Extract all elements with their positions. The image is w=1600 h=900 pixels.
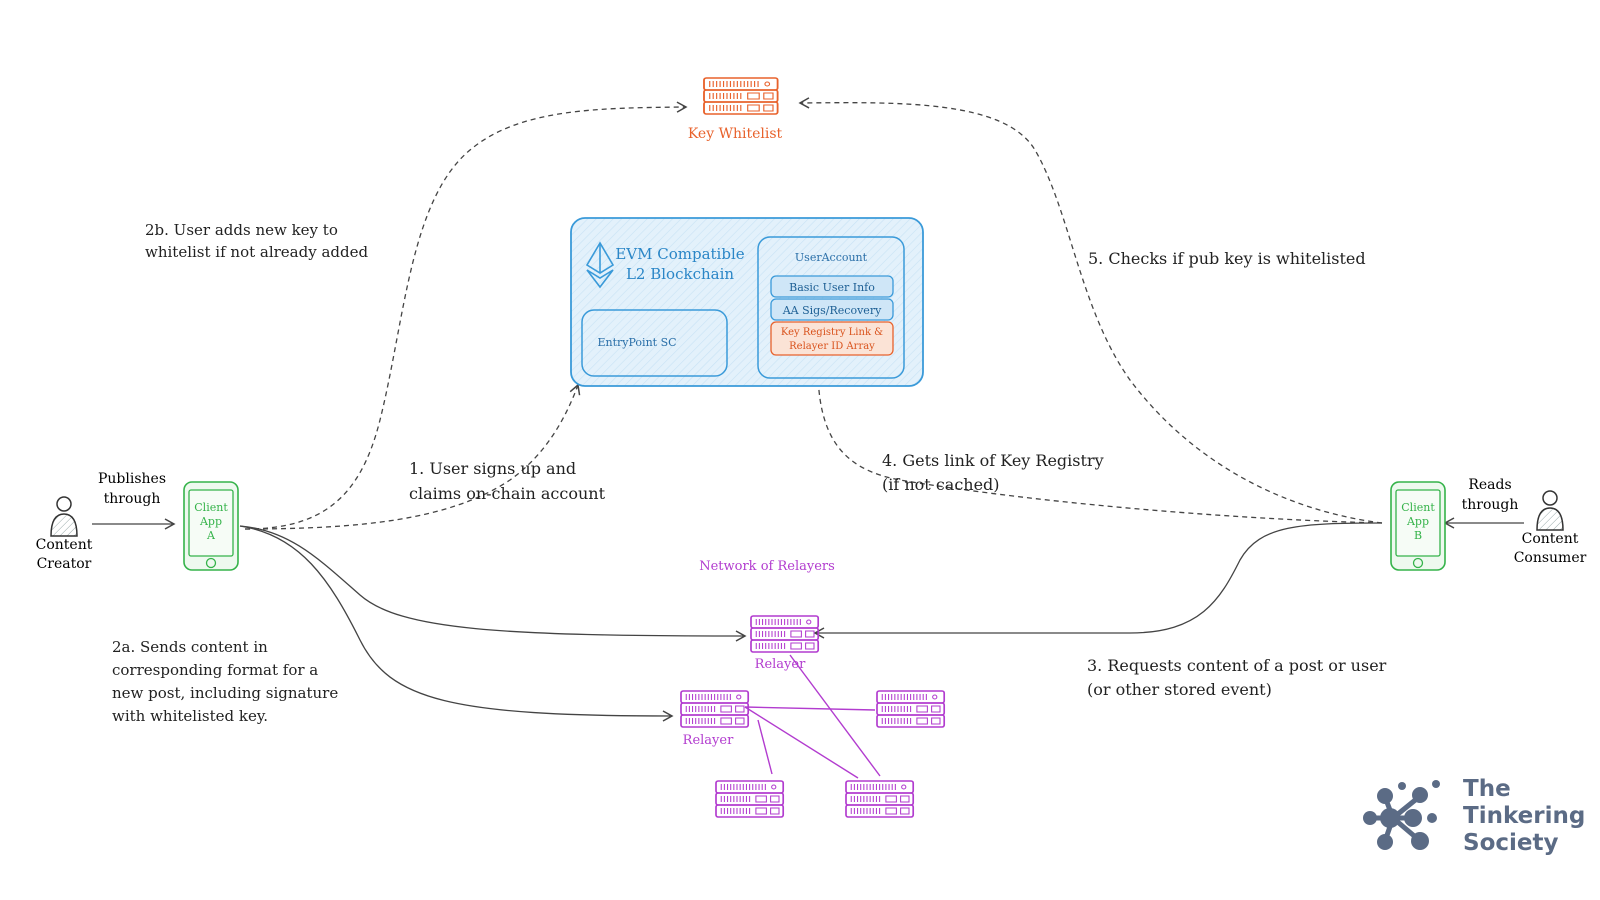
relayer-4 bbox=[715, 780, 785, 818]
step-2a-line-3: new post, including signature bbox=[112, 684, 338, 702]
field-key-registry-2: Relayer ID Array bbox=[789, 341, 875, 352]
client-app-a: Client App A bbox=[183, 481, 239, 571]
client-app-b: Client App B bbox=[1390, 481, 1446, 571]
network-label: Network of Relayers bbox=[699, 559, 835, 574]
creator-verb-1: Publishes bbox=[98, 471, 166, 487]
blockchain-title-1: EVM Compatible bbox=[615, 245, 744, 263]
arrow-2a-to-relayer-1 bbox=[239, 525, 747, 642]
useraccount-title: UserAccount bbox=[795, 251, 868, 264]
brand-line-2: Tinkering bbox=[1463, 803, 1585, 829]
relayer-3 bbox=[876, 690, 946, 728]
consumer-label-1: Content bbox=[1522, 531, 1579, 547]
step-1-line-2: claims on-chain account bbox=[409, 484, 606, 503]
entrypoint-box: EntryPoint SC bbox=[581, 309, 728, 377]
arrow-2b-to-whitelist bbox=[244, 101, 688, 530]
step-2a-line-1: 2a. Sends content in bbox=[112, 638, 268, 656]
key-whitelist: Key Whitelist bbox=[688, 77, 783, 142]
relayer-2-label: Relayer bbox=[683, 733, 734, 748]
field-basic-user-info: Basic User Info bbox=[789, 281, 875, 294]
step-1-line-1: 1. User signs up and bbox=[409, 459, 576, 478]
step-3-line-2: (or other stored event) bbox=[1087, 680, 1272, 699]
entrypoint-label: EntryPoint SC bbox=[597, 336, 676, 349]
app-a-line-2: App bbox=[199, 515, 222, 528]
arrow-2a-to-relayer-2 bbox=[239, 525, 674, 722]
field-aa-sigs-recovery: AA Sigs/Recovery bbox=[782, 304, 882, 317]
app-a-line-3: A bbox=[206, 529, 216, 542]
creator-label-1: Content bbox=[36, 537, 93, 553]
blockchain-box: EVM Compatible L2 Blockchain EntryPoint … bbox=[570, 217, 924, 387]
creator-label-2: Creator bbox=[37, 556, 92, 572]
connectors bbox=[92, 97, 1524, 722]
step-2b-line-2: whitelist if not already added bbox=[145, 243, 368, 261]
content-consumer: Content Consumer Reads through bbox=[1462, 477, 1587, 566]
brand-line-3: Society bbox=[1463, 830, 1558, 856]
molecule-logo-icon bbox=[1363, 780, 1440, 850]
server-icon bbox=[715, 780, 785, 818]
server-icon bbox=[750, 615, 820, 653]
server-icon bbox=[703, 77, 779, 115]
arrow-1-to-blockchain bbox=[244, 383, 581, 530]
step-2b-line-1: 2b. User adds new key to bbox=[145, 221, 338, 239]
app-b-line-1: Client bbox=[1401, 501, 1435, 514]
step-labels: 1. User signs up and claims on-chain acc… bbox=[112, 221, 1387, 725]
server-icon bbox=[876, 690, 946, 728]
relayer-network: Network of Relayers Relayer Relayer bbox=[680, 559, 946, 818]
creator-verb-2: through bbox=[104, 491, 161, 507]
server-icon bbox=[845, 780, 915, 818]
step-5: 5. Checks if pub key is whitelisted bbox=[1088, 249, 1366, 268]
step-4-line-1: 4. Gets link of Key Registry bbox=[882, 451, 1104, 470]
server-icon bbox=[680, 690, 750, 728]
content-creator: Content Creator Publishes through bbox=[36, 471, 166, 572]
step-4-line-2: (if not cached) bbox=[882, 475, 1000, 494]
key-whitelist-label: Key Whitelist bbox=[688, 126, 783, 142]
useraccount-box: UserAccount Basic User Info AA Sigs/Reco… bbox=[757, 236, 905, 379]
consumer-label-2: Consumer bbox=[1514, 550, 1587, 566]
step-2a-line-2: corresponding format for a bbox=[112, 661, 318, 679]
arrow-3-to-relayer-1 bbox=[813, 522, 1383, 639]
relayer-5 bbox=[845, 780, 915, 818]
step-2a-line-4: with whitelisted key. bbox=[112, 707, 268, 725]
app-b-line-2: App bbox=[1406, 515, 1429, 528]
brand-logo: The Tinkering Society bbox=[1363, 776, 1585, 856]
consumer-verb-1: Reads bbox=[1468, 477, 1511, 493]
field-key-registry-1: Key Registry Link & bbox=[781, 327, 883, 338]
ethereum-icon bbox=[585, 241, 615, 289]
relayer-1-label: Relayer bbox=[755, 657, 806, 672]
brand-line-1: The bbox=[1463, 776, 1511, 802]
person-icon bbox=[50, 496, 78, 537]
relayer-2: Relayer bbox=[680, 690, 750, 748]
step-3-line-1: 3. Requests content of a post or user bbox=[1087, 656, 1387, 675]
relayer-1: Relayer bbox=[750, 615, 820, 672]
arrow-4-to-registry bbox=[812, 373, 1383, 524]
consumer-verb-2: through bbox=[1462, 497, 1519, 513]
arrow-5-to-whitelist bbox=[798, 97, 1383, 524]
app-b-line-3: B bbox=[1414, 529, 1422, 542]
app-a-line-1: Client bbox=[194, 501, 228, 514]
relayer-mesh bbox=[744, 654, 881, 779]
person-icon bbox=[1536, 490, 1564, 531]
blockchain-title-2: L2 Blockchain bbox=[626, 265, 734, 283]
